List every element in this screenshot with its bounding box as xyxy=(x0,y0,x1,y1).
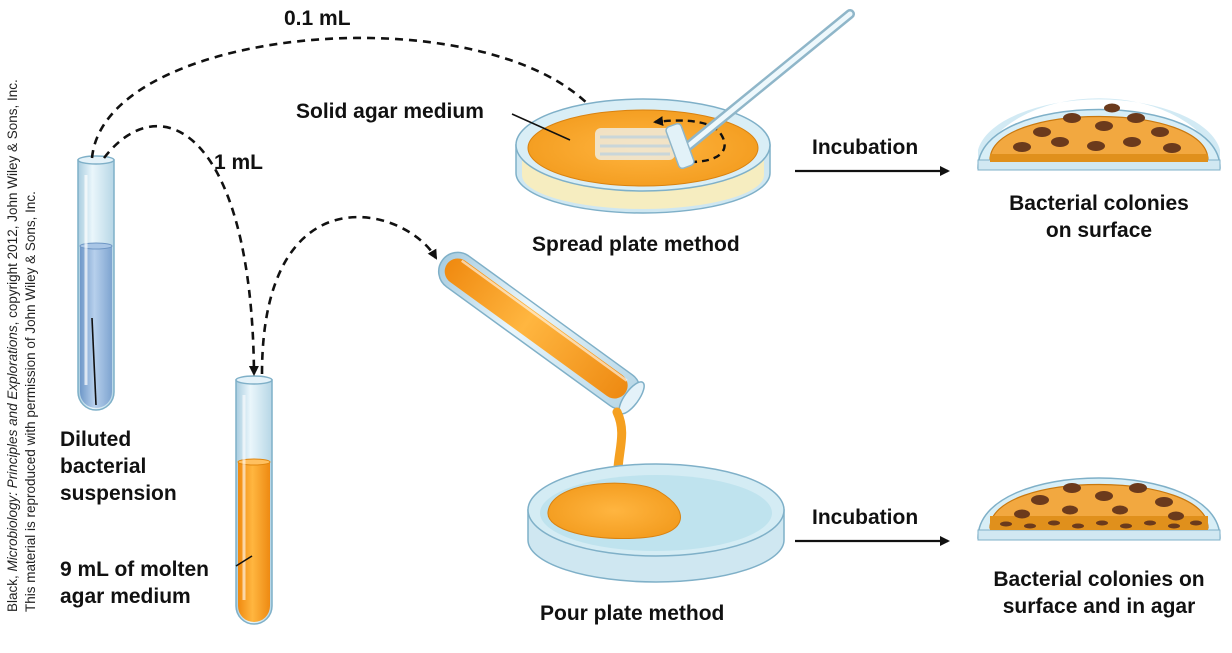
embedded-colonies xyxy=(1000,520,1202,529)
leader-solid-agar xyxy=(511,113,571,141)
spread-plate xyxy=(515,98,771,214)
pour-plate xyxy=(527,463,785,583)
label-result-surface: Bacterial colonies on surface xyxy=(1009,192,1189,242)
arrow-molten-to-pour-tube xyxy=(260,215,438,375)
result-plate-surface-and-agar xyxy=(977,477,1221,541)
result-plate-surface xyxy=(977,98,1221,171)
leader-molten xyxy=(235,555,253,567)
leader-lines xyxy=(91,113,571,567)
label-incubation-top: Incubation xyxy=(812,136,919,159)
transfer-arrows xyxy=(90,36,608,376)
credit-line-2: This material is reproduced with permiss… xyxy=(23,191,38,612)
label-1-ml: 1 mL xyxy=(214,151,264,174)
label-spread-plate-method: Spread plate method xyxy=(532,233,740,256)
copyright-credit: Black, Microbiology: Principles and Expl… xyxy=(4,52,44,612)
test-tube-diluted-suspension xyxy=(77,155,115,411)
credit-line-1: Black, Microbiology: Principles and Expl… xyxy=(5,79,20,612)
arrow-0-1ml-to-spread-plate xyxy=(90,36,608,159)
label-molten-agar: 9 mL of molten agar medium xyxy=(60,558,209,608)
label-incubation-bottom: Incubation xyxy=(812,506,919,529)
surface-colonies xyxy=(1014,483,1184,521)
label-solid-agar-medium: Solid agar medium xyxy=(296,100,484,123)
leader-diluted xyxy=(91,317,97,406)
label-pour-plate-method: Pour plate method xyxy=(540,602,725,625)
test-tube-molten-agar xyxy=(235,375,273,625)
surface-colonies xyxy=(1013,103,1181,153)
arrow-1ml-to-molten-tube xyxy=(102,124,259,376)
spreader-rod xyxy=(665,9,855,170)
incubation-arrows xyxy=(795,166,950,546)
label-result-surface-and-agar: Bacterial colonies on surface and in aga… xyxy=(993,568,1205,618)
label-diluted-suspension: Diluted bacterial suspension xyxy=(60,428,177,505)
label-0-1-ml: 0.1 mL xyxy=(284,7,351,30)
